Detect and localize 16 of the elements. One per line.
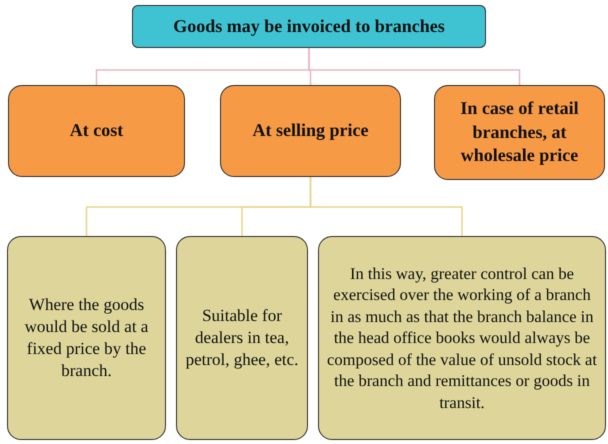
box-text: At cost (70, 119, 124, 142)
box-text: Where the goods would be sold at a fixed price by the branch. (24, 294, 150, 382)
content-box (434, 85, 605, 180)
connector-line (308, 48, 520, 85)
box-text: At selling price (252, 119, 368, 142)
connector-line (310, 177, 463, 236)
content-box (176, 236, 308, 440)
content-box (7, 236, 166, 440)
box-text: Suitable for dealers in tea, petrol, ghee, etc. (185, 304, 299, 372)
content-box (8, 85, 185, 177)
box-text: In this way, greater control can be exercised over the working of a branch in as much as that the branch balance in the head office books would always be composed of the value of unsold stock at the branch and remittances or goods in transit. (326, 262, 598, 414)
title-box (132, 5, 486, 48)
box-text: In case of retail branches, at wholesale price (459, 97, 580, 168)
content-box (220, 85, 401, 177)
box-text: Goods may be invoiced to branches (173, 14, 445, 38)
content-box (318, 236, 606, 440)
